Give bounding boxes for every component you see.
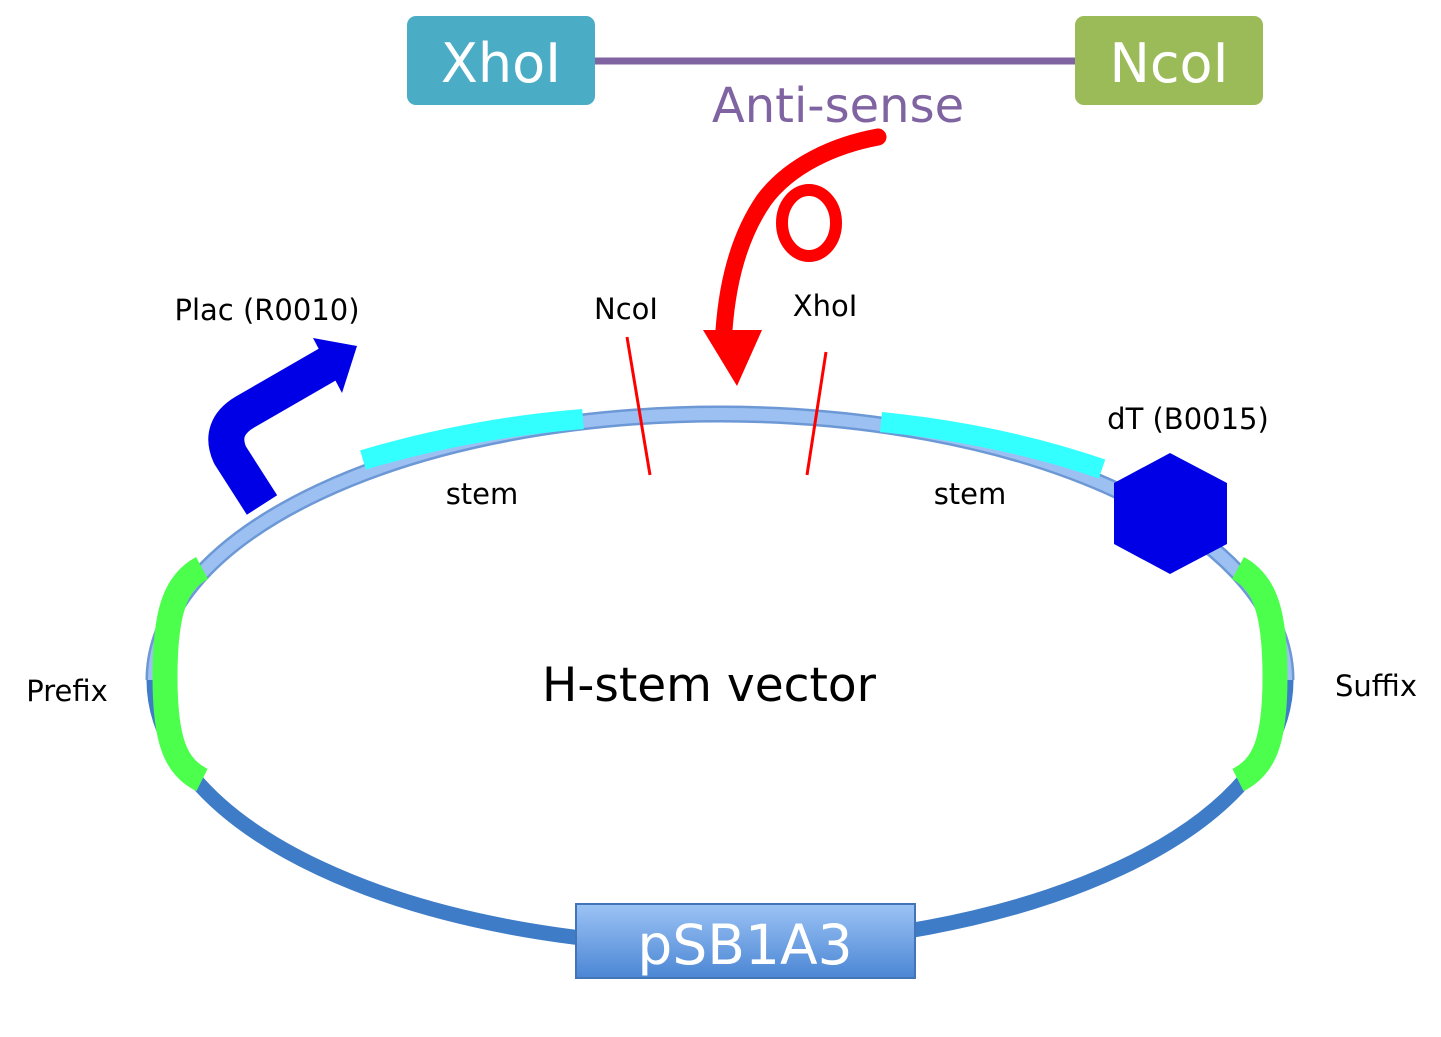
insertion-arrow-shaft [715, 128, 887, 339]
promoter-arrow [208, 338, 357, 515]
xhoi-cut-site [805, 351, 828, 476]
stem-left-label: stem [446, 477, 519, 511]
terminator-label: dT (B0015) [1107, 402, 1269, 436]
suffix-segment [1231, 556, 1288, 792]
antisense-insert: XhoI NcoI Anti-sense [407, 16, 1263, 134]
xhoi-box-label: XhoI [441, 32, 561, 95]
prefix-segment [152, 556, 209, 792]
vector-name: H-stem vector [542, 658, 877, 713]
insertion-arrow [703, 128, 887, 386]
insertion-arrow-loop [776, 184, 842, 262]
plasmid-ring-upper [148, 408, 1292, 680]
stem-left-segment [360, 409, 584, 470]
backbone-box-shape [575, 903, 916, 979]
insertion-arrow-head [703, 330, 762, 386]
stem-right-label: stem [934, 477, 1007, 511]
prefix-label: Prefix [26, 674, 108, 708]
xhoi-site-label: XhoI [793, 289, 858, 323]
backbone-box: pSB1A3 [575, 903, 916, 979]
xhoi-box-shape [407, 16, 595, 105]
ncoi-cut-site [625, 336, 652, 476]
ncoi-box-shape [1075, 16, 1263, 105]
ncoi-site-box: NcoI [1075, 16, 1263, 105]
antisense-label: Anti-sense [712, 78, 964, 134]
promoter-label: Plac (R0010) [174, 293, 359, 327]
xhoi-site-box: XhoI [407, 16, 595, 105]
ncoi-box-label: NcoI [1109, 32, 1228, 95]
backbone-label: pSB1A3 [637, 913, 852, 977]
ncoi-site-label: NcoI [594, 292, 658, 326]
promoter-arrow-head [313, 338, 357, 393]
promoter-arrow-shaft [208, 347, 339, 515]
terminator-hexagon [1114, 453, 1227, 574]
suffix-label: Suffix [1335, 669, 1417, 703]
stem-right-segment [879, 412, 1106, 479]
